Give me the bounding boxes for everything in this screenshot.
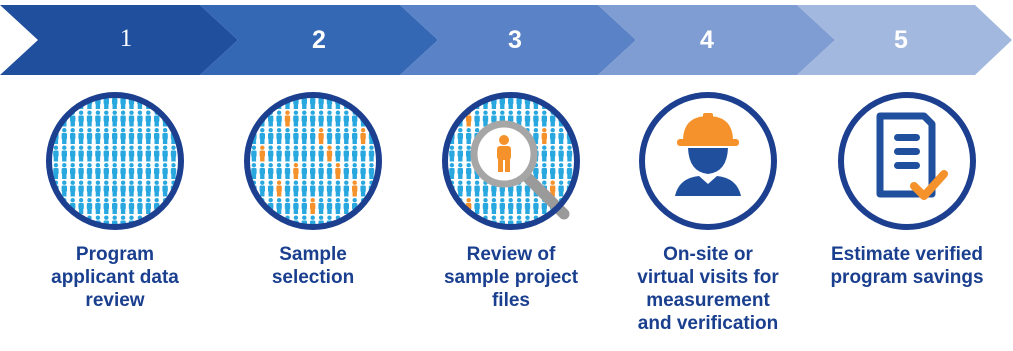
step-number-2: 2	[312, 26, 326, 54]
step-number-3: 3	[508, 26, 522, 54]
chevron-step-4	[598, 5, 835, 75]
magnifier-icon	[470, 120, 570, 220]
hard-hat-worker-icon	[639, 92, 777, 230]
process-chevron-bar	[0, 5, 1012, 75]
step-label-4: On-site or virtual visits for measuremen…	[637, 244, 779, 334]
step-label-3: Review of sample project files	[443, 244, 579, 311]
step-label-1: Program applicant data review	[51, 244, 179, 311]
step-number-5: 5	[894, 26, 908, 54]
chevron-step-2	[200, 5, 438, 75]
crowd-icon	[46, 92, 184, 230]
chevron-step-1	[0, 5, 238, 75]
checklist-document-icon	[838, 92, 976, 230]
magnifier-crowd-icon	[442, 92, 580, 230]
chevron-step-3	[400, 5, 636, 75]
step-number-4: 4	[700, 26, 714, 54]
step-label-5: Estimate verified program savings	[830, 244, 984, 288]
crowd-selection-icon	[244, 92, 382, 230]
step-label-2: Sample selection	[271, 244, 355, 288]
chevron-step-5	[797, 5, 1012, 75]
step-number-1: 1	[119, 25, 133, 52]
